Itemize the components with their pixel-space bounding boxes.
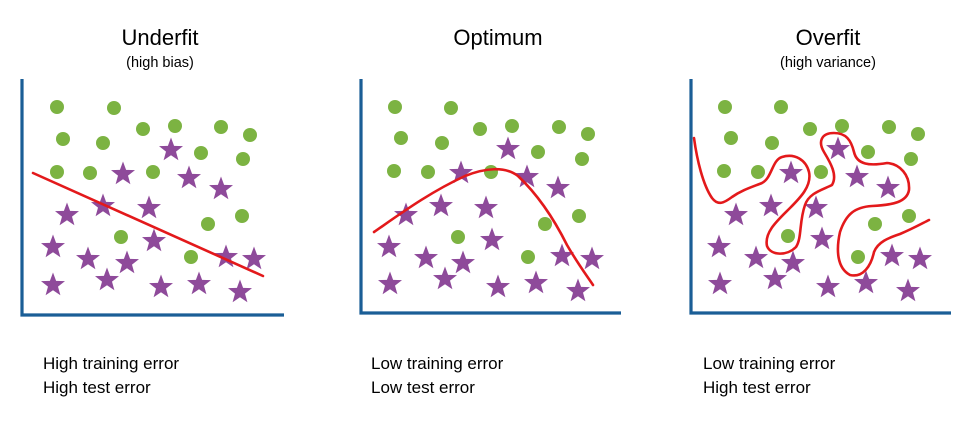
optimum-training-error: Low training error <box>371 354 504 373</box>
circle-data-point <box>146 165 160 179</box>
circle-data-point <box>136 122 150 136</box>
circle-data-point <box>803 122 817 136</box>
circle-data-point <box>388 100 402 114</box>
circle-data-point <box>581 127 595 141</box>
circle-data-point <box>531 145 545 159</box>
underfit-title: Underfit <box>121 25 199 50</box>
circle-data-point <box>814 165 828 179</box>
circle-data-point <box>835 119 849 133</box>
circle-data-point <box>851 250 865 264</box>
overfit-subtitle: (high variance) <box>780 55 876 71</box>
circle-data-point <box>444 101 458 115</box>
circle-data-point <box>781 229 795 243</box>
circle-data-point <box>50 165 64 179</box>
circle-data-point <box>394 131 408 145</box>
circle-data-point <box>96 136 110 150</box>
circle-data-point <box>904 152 918 166</box>
circle-data-point <box>572 209 586 223</box>
underfit-training-error: High training error <box>43 354 180 373</box>
underfit-panel: Underfit (high bias) High training error… <box>0 0 330 422</box>
underfit-subtitle: (high bias) <box>126 55 194 71</box>
circle-data-point <box>236 152 250 166</box>
circle-data-point <box>387 164 401 178</box>
circle-data-point <box>435 136 449 150</box>
optimum-panel: Optimum Low training error Low test erro… <box>371 25 543 400</box>
circle-data-point <box>861 145 875 159</box>
circle-data-point <box>717 164 731 178</box>
circle-data-point <box>765 136 779 150</box>
circle-data-point <box>868 217 882 231</box>
optimum-axes <box>359 79 621 315</box>
overfit-fit-curve <box>692 131 931 277</box>
circle-data-point <box>114 230 128 244</box>
overfit-plot <box>689 79 951 315</box>
overfit-test-error: High test error <box>703 378 811 397</box>
circle-data-point <box>718 100 732 114</box>
circle-data-point <box>521 250 535 264</box>
circle-data-point <box>421 165 435 179</box>
overfit-caption: Low training error High test error <box>703 352 835 400</box>
circle-data-point <box>83 166 97 180</box>
circle-data-point <box>235 209 249 223</box>
circle-data-point <box>902 209 916 223</box>
overfit-axes <box>689 79 951 315</box>
underfit-axes <box>20 79 284 317</box>
optimum-fit-curve <box>372 167 595 287</box>
underfit-test-error: High test error <box>43 378 151 397</box>
overfit-title: Overfit <box>795 25 861 50</box>
circle-data-point <box>751 165 765 179</box>
circle-data-point <box>168 119 182 133</box>
circle-data-point <box>214 120 228 134</box>
circle-data-point <box>50 100 64 114</box>
circle-data-point <box>107 101 121 115</box>
circle-data-point <box>184 250 198 264</box>
circle-data-point <box>473 122 487 136</box>
circle-data-point <box>911 127 925 141</box>
circle-data-point <box>243 128 257 142</box>
circle-data-point <box>56 132 70 146</box>
circle-data-point <box>505 119 519 133</box>
circle-data-point <box>552 120 566 134</box>
circle-data-point <box>882 120 896 134</box>
circle-data-point <box>575 152 589 166</box>
circle-data-point <box>538 217 552 231</box>
circle-data-point <box>194 146 208 160</box>
circle-data-point <box>201 217 215 231</box>
optimum-title: Optimum <box>453 25 543 50</box>
optimum-caption: Low training error Low test error <box>371 352 503 400</box>
underfit-fit-curve <box>31 171 265 278</box>
circle-data-point <box>774 100 788 114</box>
underfit-caption: High training error High test error <box>43 352 179 400</box>
optimum-plot <box>359 79 621 315</box>
circle-data-point <box>724 131 738 145</box>
overfit-training-error: Low training error <box>703 354 836 373</box>
underfit-plot <box>20 79 284 317</box>
circle-data-point <box>451 230 465 244</box>
optimum-test-error: Low test error <box>371 378 475 397</box>
